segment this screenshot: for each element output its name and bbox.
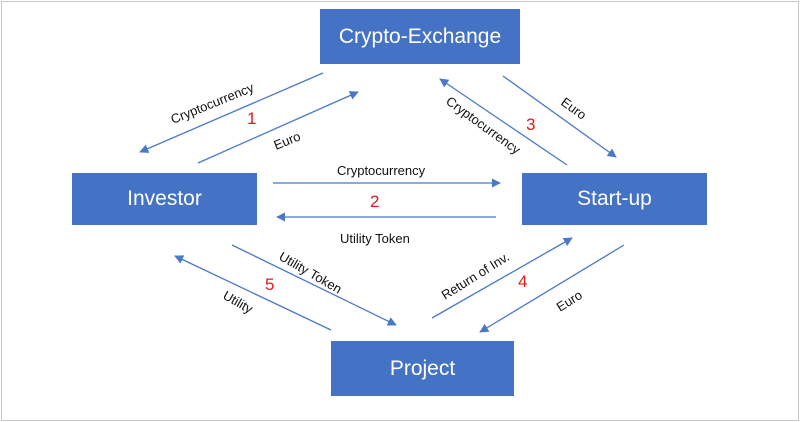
label-utility-token-5: Utility Token [277, 249, 345, 297]
label-euro-4: Euro [554, 287, 585, 314]
node-start-up: Start-up [522, 173, 707, 225]
step-number-1: 1 [247, 109, 256, 128]
arrow-exchange-to-startup [502, 75, 617, 158]
step-number-4: 4 [518, 272, 527, 291]
arrow-investor-to-exchange [197, 91, 359, 164]
label-euro-1: Euro [272, 129, 303, 153]
label-cryptocurrency-2: Cryptocurrency [337, 163, 426, 178]
label-utility-token-2: Utility Token [340, 231, 410, 246]
label-cryptocurrency-1: Cryptocurrency [169, 80, 257, 127]
arrow-startup-to-project [479, 244, 625, 333]
step-number-2: 2 [370, 192, 379, 211]
node-investor: Investor [72, 173, 257, 225]
arrow-project-to-startup [431, 237, 573, 319]
step-number-3: 3 [526, 115, 535, 134]
arrow-exchange-to-investor [139, 72, 324, 153]
node-crypto-exchange: Crypto-Exchange [320, 9, 520, 64]
arrow-project-to-investor [174, 255, 332, 331]
label-cryptocurrency-3: Cryptocurrency [443, 93, 524, 157]
label-return-of-inv-4: Return of Inv. [439, 249, 512, 303]
arrow-startup-to-exchange [439, 78, 568, 166]
step-number-5: 5 [265, 275, 274, 294]
node-project: Project [331, 341, 514, 396]
arrow-investor-to-project [231, 244, 397, 326]
